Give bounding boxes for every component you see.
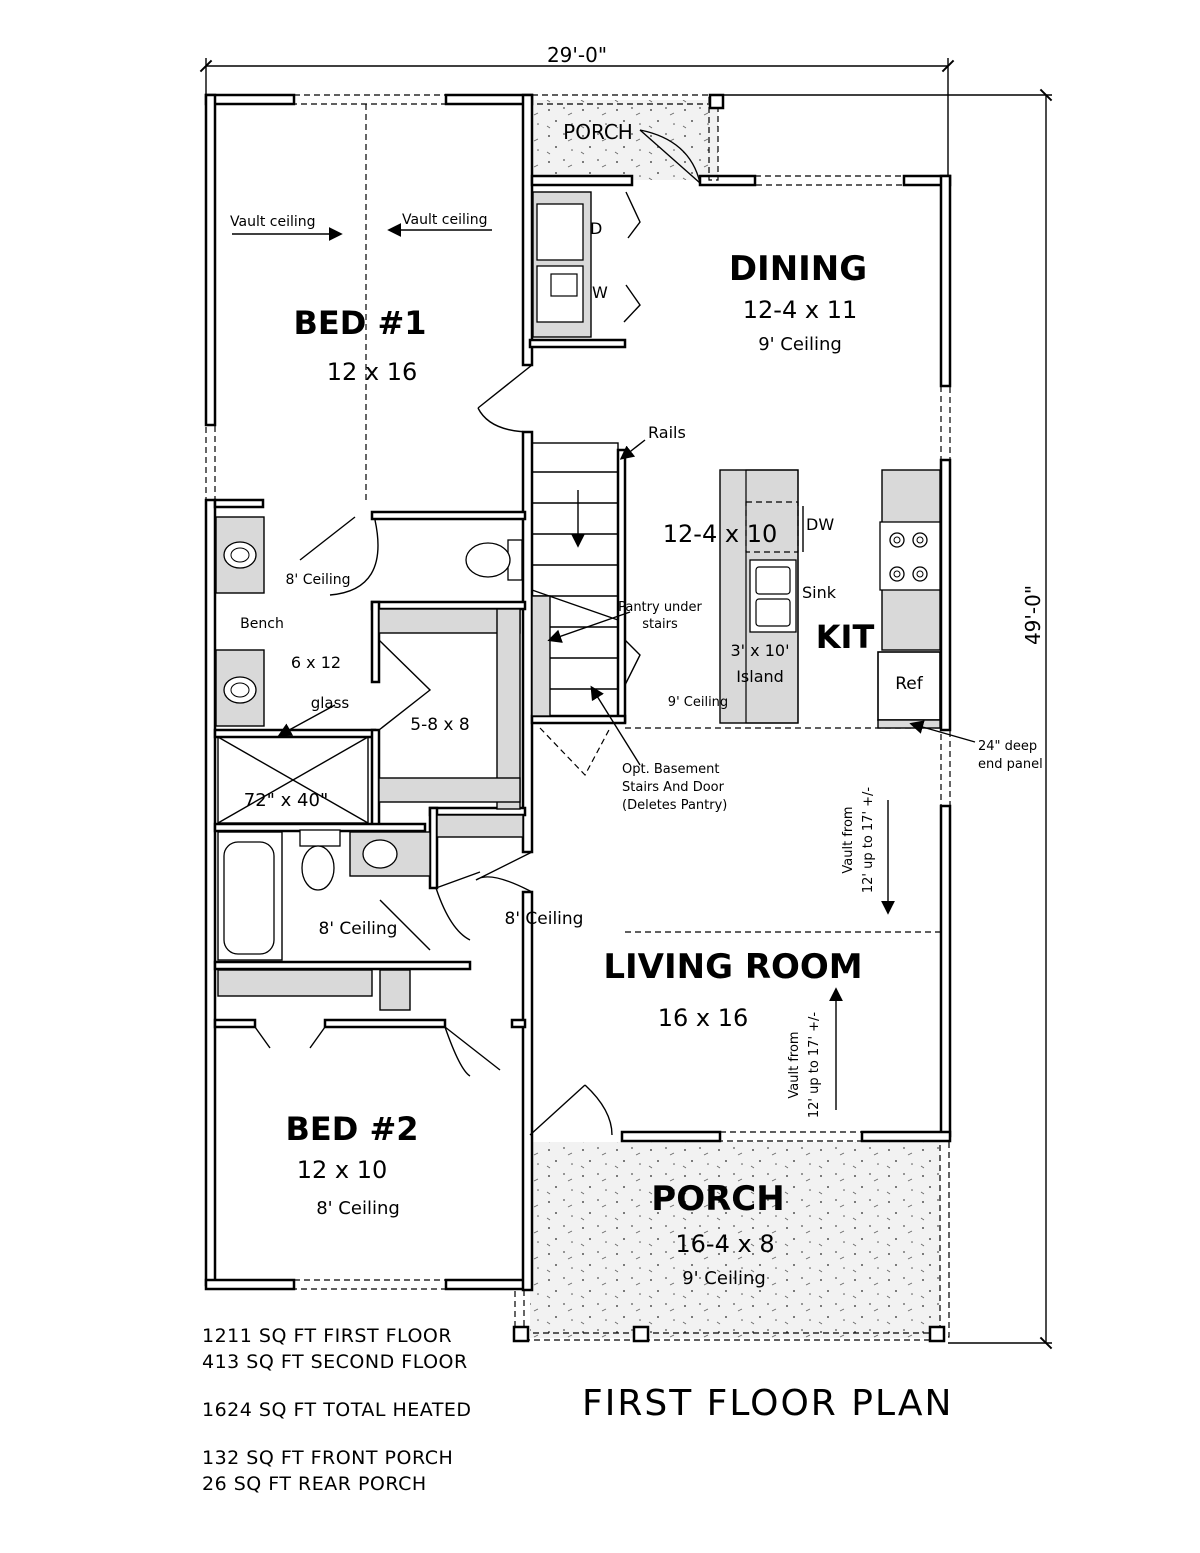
toilet-1: [465, 539, 523, 581]
dining-size: 12-4 x 11: [743, 296, 857, 324]
shower-size: 72" x 40": [244, 790, 328, 811]
living-size: 16 x 16: [658, 1004, 749, 1032]
master-bath-ceiling: 8' Ceiling: [285, 572, 350, 588]
front-porch-ceiling: 9' Ceiling: [682, 1268, 766, 1289]
rear-porch-name: PORCH: [563, 120, 633, 144]
front-porch-name: PORCH: [651, 1179, 784, 1219]
bed1-size: 12 x 16: [327, 358, 418, 386]
door-swings: [254, 129, 701, 1136]
dishwasher-label: DW: [806, 515, 834, 534]
rails-label: Rails: [648, 423, 686, 442]
basement-note-2: Stairs And Door: [622, 780, 725, 795]
bed1-name: BED #1: [293, 304, 426, 342]
bed2-ceiling: 8' Ceiling: [316, 1198, 400, 1219]
pantry-note-1: Pantry under: [618, 600, 702, 615]
pantry-note-2: stairs: [642, 617, 678, 632]
stat-total-heated: 1624 SQ FT TOTAL HEATED: [202, 1399, 472, 1421]
bed2-name: BED #2: [285, 1110, 418, 1148]
kitchen-counter: [877, 469, 941, 729]
ref-label: Ref: [895, 674, 924, 694]
stat-second-floor: 413 SQ FT SECOND FLOOR: [202, 1351, 468, 1373]
kitchen-ceiling: 9' Ceiling: [668, 695, 728, 710]
panel-note-1: 24" deep: [978, 739, 1037, 754]
master-bath-size: 6 x 12: [291, 653, 341, 672]
bed2-size: 12 x 10: [297, 1156, 388, 1184]
rear-porch-floor: [532, 100, 718, 180]
porch-posts: [512, 93, 946, 1343]
glass-label: glass: [311, 694, 350, 712]
living-vault-upper-1: Vault from: [841, 806, 856, 873]
bench-label: Bench: [240, 616, 284, 632]
basement-note-1: Opt. Basement: [622, 762, 720, 777]
washer-label: W: [592, 283, 608, 302]
dimension-width-label: 29'-0": [547, 43, 607, 67]
island-size: 3' x 10': [731, 641, 790, 660]
annotation-arrows: [232, 223, 976, 1110]
laundry-appliances: D W: [532, 191, 641, 338]
living-vault-lower-2: 12' up to 17' +/-: [807, 1012, 822, 1119]
stat-rear-porch: 26 SQ FT REAR PORCH: [202, 1473, 427, 1495]
kitchen-size: 12-4 x 10: [663, 520, 777, 548]
front-porch-floor: [530, 1142, 940, 1338]
stat-front-porch: 132 SQ FT FRONT PORCH: [202, 1447, 454, 1469]
plan-title: FIRST FLOOR PLAN: [582, 1383, 954, 1424]
panel-note-2: end panel: [978, 757, 1043, 772]
dining-name: DINING: [729, 249, 867, 289]
stairs: [531, 442, 619, 777]
hall-ceiling: 8' Ceiling: [505, 909, 584, 929]
dryer-label: D: [590, 219, 602, 238]
bed1-vault-right: Vault ceiling: [402, 212, 488, 228]
dimension-width: 29'-0": [199, 43, 955, 180]
dining-ceiling: 9' Ceiling: [758, 334, 842, 355]
basement-note-3: (Deletes Pantry): [622, 798, 727, 813]
closet-shelving: [378, 608, 521, 810]
master-bath-fixtures: [215, 516, 379, 824]
living-vault-upper-2: 12' up to 17' +/-: [861, 787, 876, 894]
stat-first-floor: 1211 SQ FT FIRST FLOOR: [202, 1325, 453, 1347]
kitchen-name: KIT: [816, 618, 875, 656]
island-label: Island: [736, 667, 784, 686]
living-name: LIVING ROOM: [603, 947, 862, 987]
dimension-depth: 49'-0": [718, 88, 1053, 1350]
area-summary: 1211 SQ FT FIRST FLOOR 413 SQ FT SECOND …: [202, 1323, 472, 1497]
front-porch-size: 16-4 x 8: [675, 1230, 774, 1258]
sink-label: Sink: [802, 583, 837, 602]
kitchen-island: [719, 469, 804, 724]
closet-size: 5-8 x 8: [410, 715, 469, 735]
dimension-depth-label: 49'-0": [1021, 585, 1045, 645]
hall-bath-fixtures: [217, 814, 524, 1011]
living-vault-lower-1: Vault from: [787, 1031, 802, 1098]
hall-bath-ceiling: 8' Ceiling: [319, 919, 398, 939]
bed1-vault-left: Vault ceiling: [230, 214, 316, 230]
